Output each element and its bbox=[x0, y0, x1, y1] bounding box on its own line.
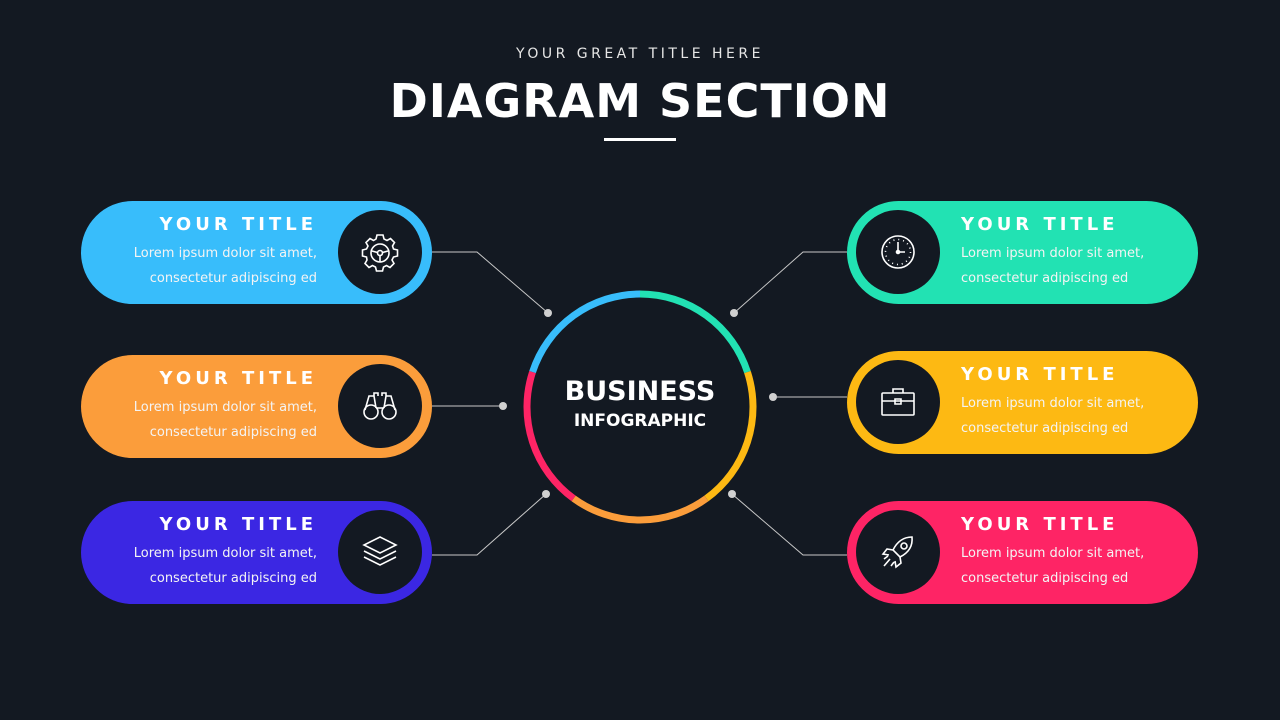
item-card-4: YOUR TITLE Lorem ipsum dolor sit amet, c… bbox=[847, 201, 1198, 304]
item-card-1: YOUR TITLE Lorem ipsum dolor sit amet, c… bbox=[81, 201, 432, 304]
ring-segment-green bbox=[639, 290, 751, 374]
center-line1: BUSINESS bbox=[564, 376, 716, 407]
item-title: YOUR TITLE bbox=[961, 214, 1119, 235]
item-desc-2: consectetur adipiscing ed bbox=[961, 571, 1129, 586]
item-desc-1: Lorem ipsum dolor sit amet, bbox=[133, 546, 317, 561]
item-desc-2: consectetur adipiscing ed bbox=[149, 571, 317, 586]
connector-dot bbox=[728, 490, 736, 498]
item-desc-2: consectetur adipiscing ed bbox=[149, 425, 317, 440]
connector-4 bbox=[733, 251, 847, 314]
item-title: YOUR TITLE bbox=[159, 368, 317, 389]
rocket-icon bbox=[856, 510, 940, 594]
ring-segment-pink bbox=[523, 371, 576, 502]
connector-1 bbox=[432, 251, 549, 314]
item-desc-1: Lorem ipsum dolor sit amet, bbox=[961, 246, 1145, 261]
ring-segment-orange bbox=[571, 495, 709, 524]
binoculars-icon bbox=[338, 364, 422, 448]
item-title: YOUR TITLE bbox=[961, 514, 1119, 535]
item-desc-2: consectetur adipiscing ed bbox=[961, 271, 1129, 286]
header-subtitle: YOUR GREAT TITLE HERE bbox=[516, 46, 764, 62]
clock-icon bbox=[856, 210, 940, 294]
center-ring bbox=[523, 290, 757, 524]
item-title: YOUR TITLE bbox=[159, 214, 317, 235]
item-desc-2: consectetur adipiscing ed bbox=[149, 271, 317, 286]
item-desc-1: Lorem ipsum dolor sit amet, bbox=[133, 246, 317, 261]
item-title: YOUR TITLE bbox=[159, 514, 317, 535]
item-desc-1: Lorem ipsum dolor sit amet, bbox=[961, 396, 1145, 411]
title-underline bbox=[604, 138, 676, 141]
gear-steering-icon bbox=[338, 210, 422, 294]
connector-dot bbox=[730, 309, 738, 317]
item-card-2: YOUR TITLE Lorem ipsum dolor sit amet, c… bbox=[81, 355, 432, 458]
item-desc-1: Lorem ipsum dolor sit amet, bbox=[133, 400, 317, 415]
connector-dot bbox=[769, 393, 777, 401]
page-title: DIAGRAM SECTION bbox=[389, 74, 891, 128]
item-desc-2: consectetur adipiscing ed bbox=[961, 421, 1129, 436]
item-title: YOUR TITLE bbox=[961, 364, 1119, 385]
layers-icon bbox=[338, 510, 422, 594]
connector-dot bbox=[542, 490, 550, 498]
ring-segment-blue bbox=[529, 290, 641, 374]
connector-dot bbox=[499, 402, 507, 410]
connector-dot bbox=[544, 309, 552, 317]
item-desc-1: Lorem ipsum dolor sit amet, bbox=[961, 546, 1145, 561]
ring-segment-yellow bbox=[704, 371, 757, 502]
center-line2: INFOGRAPHIC bbox=[573, 411, 707, 431]
briefcase-icon bbox=[856, 360, 940, 444]
connector-6 bbox=[731, 493, 847, 556]
connector-3 bbox=[432, 493, 547, 556]
item-card-6: YOUR TITLE Lorem ipsum dolor sit amet, c… bbox=[847, 501, 1198, 604]
center-label: BUSINESS INFOGRAPHIC bbox=[540, 376, 740, 431]
item-card-3: YOUR TITLE Lorem ipsum dolor sit amet, c… bbox=[81, 501, 432, 604]
item-card-5: YOUR TITLE Lorem ipsum dolor sit amet, c… bbox=[847, 351, 1198, 454]
